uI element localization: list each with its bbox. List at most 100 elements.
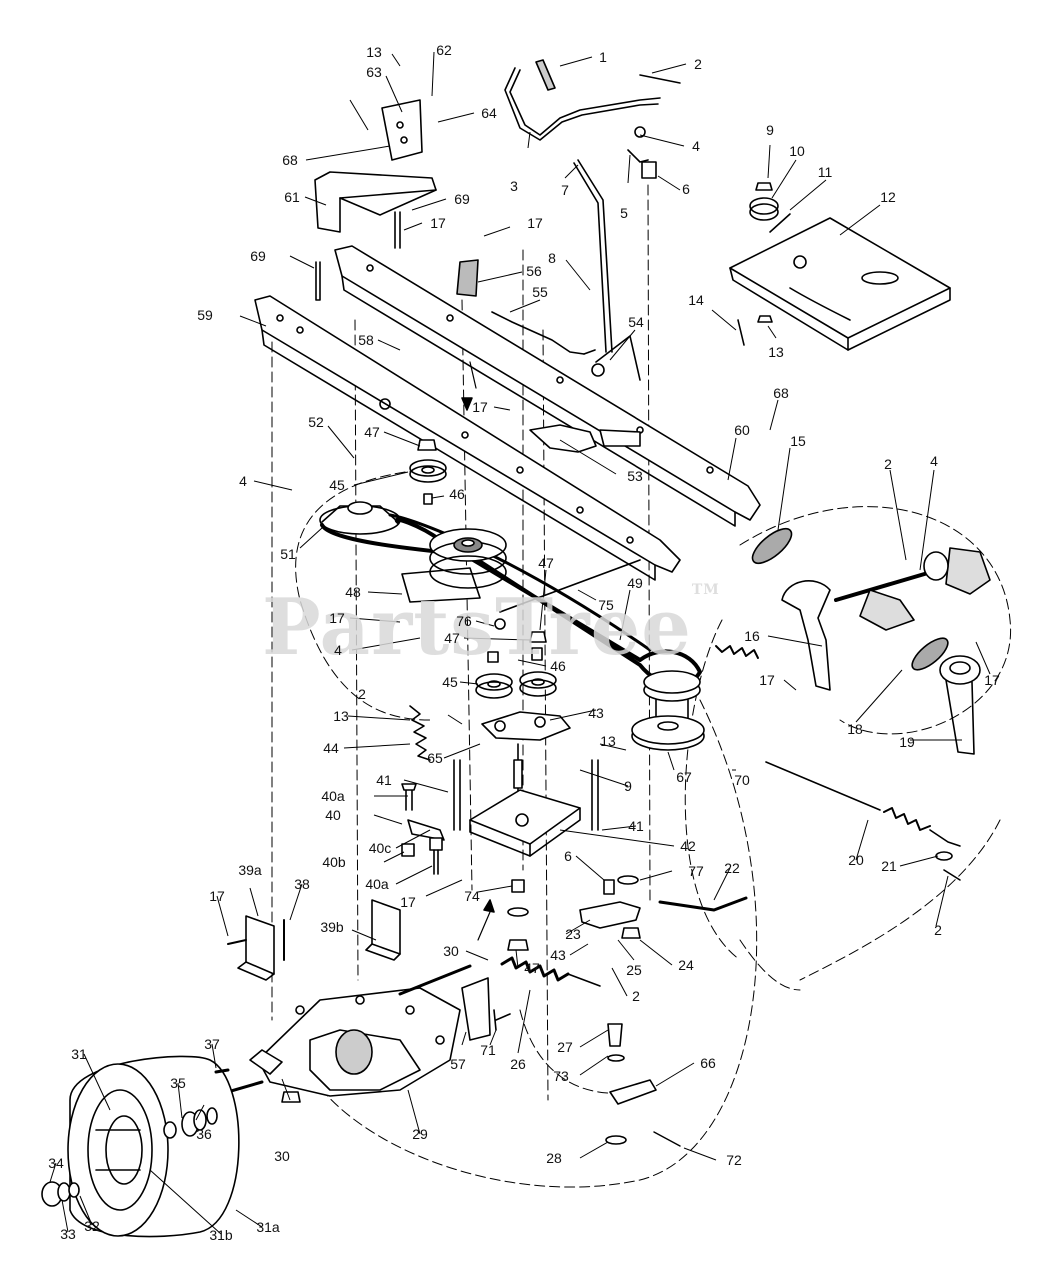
bracket-53: [529, 424, 597, 453]
callout-label: 2: [358, 686, 366, 702]
callout-label: 39a: [238, 862, 262, 878]
callout-label: 65: [427, 750, 443, 766]
callout-label: 1: [599, 49, 607, 65]
callout-label: 59: [197, 307, 213, 323]
idler-pulleys-45: [475, 671, 557, 699]
callout-label: 69: [454, 191, 470, 207]
callout-label: 47: [444, 630, 460, 646]
callout-label: 20: [848, 852, 864, 868]
callout-label: 9: [624, 778, 632, 794]
callout-label: 56: [526, 263, 542, 279]
pad-15: [751, 527, 793, 565]
transmission-pulley-67: [631, 670, 705, 751]
bracket-39a: [237, 915, 275, 981]
callout-label: 43: [588, 705, 604, 721]
bracket-61: [314, 99, 437, 233]
callout-label: 60: [734, 422, 750, 438]
callout-label: 31: [71, 1046, 87, 1062]
callout-label: 55: [532, 284, 548, 300]
callout-label: 13: [768, 344, 784, 360]
callout-label: 44: [323, 740, 339, 756]
spring-26: [500, 956, 570, 982]
callout-label: 30: [274, 1148, 290, 1164]
callout-label: 47: [538, 555, 554, 571]
callout-label: 17: [984, 672, 1000, 688]
callout-label: 62: [436, 42, 452, 58]
callout-label: 77: [688, 863, 704, 879]
callout-label: 22: [724, 860, 740, 876]
callout-label: 27: [557, 1039, 573, 1055]
rod-75: [499, 559, 641, 613]
callout-label: 5: [620, 205, 628, 221]
callout-label: 46: [550, 658, 566, 674]
callout-label: 53: [627, 468, 643, 484]
callout-label: 13: [600, 733, 616, 749]
pedal-assembly-16: [781, 547, 991, 691]
callout-label: 43: [550, 947, 566, 963]
callout-label: 61: [284, 189, 300, 205]
shift-arm-23: [579, 879, 748, 939]
callout-label: 40a: [365, 876, 389, 892]
callout-label: 4: [334, 642, 342, 658]
callout-label: 6: [682, 181, 690, 197]
callout-label: 25: [626, 962, 642, 978]
callout-label: 17: [527, 215, 543, 231]
callout-label: 2: [934, 922, 942, 938]
callout-label: 18: [847, 721, 863, 737]
callout-label: 40a: [321, 788, 345, 804]
clutch-pulley-48: [401, 528, 507, 603]
callout-label: 41: [628, 818, 644, 834]
bracket-66: [609, 1079, 657, 1105]
callout-label: 75: [598, 597, 614, 613]
callout-label: 46: [449, 486, 465, 502]
callout-label: 26: [510, 1056, 526, 1072]
callout-label: 3: [510, 178, 518, 194]
transaxle-29: [198, 964, 472, 1102]
callout-label: 14: [688, 292, 704, 308]
callout-label: 45: [329, 477, 345, 493]
callout-label: 38: [294, 876, 310, 892]
callout-label: 68: [773, 385, 789, 401]
rod-5: [627, 149, 649, 163]
callout-label: 52: [308, 414, 324, 430]
callout-label: 24: [678, 957, 694, 973]
partstree-watermark: PartsTreeTM: [262, 582, 720, 673]
callout-label: 9: [766, 122, 774, 138]
callout-label: 45: [442, 674, 458, 690]
cable-20: [765, 761, 881, 811]
cover-56: [456, 259, 479, 297]
callout-label: 73: [553, 1068, 569, 1084]
callout-label: 36: [196, 1126, 212, 1142]
callout-label: 17: [209, 888, 225, 904]
callout-label: 47: [524, 960, 540, 976]
callout-label: 11: [817, 164, 833, 180]
callout-label: 30: [443, 943, 459, 959]
bracket-57: [461, 977, 491, 1041]
callout-label: 57: [450, 1056, 466, 1072]
callout-label: 17: [759, 672, 775, 688]
leader-lines: [49, 51, 991, 1235]
callout-label: 13: [333, 708, 349, 724]
pad-18: [911, 637, 949, 671]
callout-label: 34: [48, 1155, 64, 1171]
callout-label: 51: [280, 546, 296, 562]
callout-label: 17: [329, 610, 345, 626]
callout-label: 19: [899, 734, 915, 750]
callout-label: 29: [412, 1126, 428, 1142]
callout-label: 40c: [368, 840, 392, 856]
callout-label: 41: [376, 772, 392, 788]
callout-label: 17: [400, 894, 416, 910]
callout-label: 12: [880, 189, 896, 205]
callout-label: 67: [676, 769, 692, 785]
callout-label: 28: [546, 1150, 562, 1166]
handle-grip-1: [535, 59, 556, 91]
callout-label: 47: [364, 424, 380, 440]
callout-label: 8: [548, 250, 556, 266]
idler-pulley-45: [409, 459, 447, 477]
callout-label: 31a: [256, 1219, 280, 1235]
plate-12: [729, 217, 951, 351]
callout-label: 7: [561, 182, 569, 198]
callout-label: 2: [694, 56, 702, 72]
callout-label: 10: [789, 143, 805, 159]
callout-label: 69: [250, 248, 266, 264]
